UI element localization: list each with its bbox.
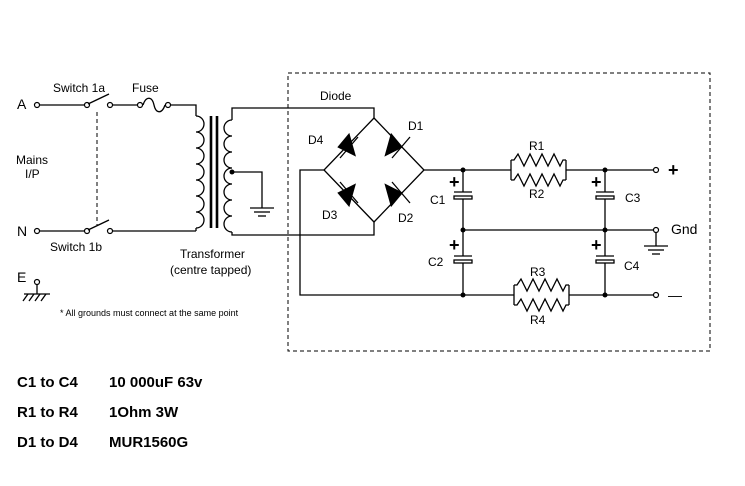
diode-d4-label: D4 <box>308 133 324 147</box>
capacitor-c2: + C2 <box>428 230 473 295</box>
capacitor-c4-plus: + <box>591 235 602 255</box>
resistor-r3-r4: R3 R4 <box>513 265 570 327</box>
resistor-r2-label: R2 <box>529 187 545 201</box>
legend-row: C1 to C4 10 000uF 63v <box>17 368 202 398</box>
capacitor-c2-label: C2 <box>428 255 444 269</box>
capacitor-c3-plus: + <box>591 172 602 192</box>
input-a-label: A <box>17 96 27 112</box>
component-legend: C1 to C4 10 000uF 63v R1 to R4 1Ohm 3W D1 … <box>17 368 202 458</box>
terminal-a <box>33 101 41 109</box>
legend-spec: 10 000uF 63v <box>109 374 203 391</box>
diode-header: Diode <box>320 89 352 103</box>
input-n-label: N <box>17 223 27 239</box>
mains-label: Mains <box>16 153 48 167</box>
diode-d2 <box>384 181 411 208</box>
input-e-label: E <box>17 269 26 285</box>
io-label: I/P <box>25 167 40 181</box>
capacitor-c4-label: C4 <box>624 259 640 273</box>
grounding-note: * All grounds must connect at the same p… <box>60 308 239 318</box>
capacitor-c1-plus: + <box>449 172 460 192</box>
switch-1a-label: Switch 1a <box>53 81 105 95</box>
rectifier-enclosure <box>287 72 711 352</box>
capacitor-c3-label: C3 <box>625 191 641 205</box>
fuse-label: Fuse <box>132 81 159 95</box>
diode-d4 <box>337 132 359 159</box>
bridge-rectifier: Diode D4 D1 D3 D2 <box>299 89 463 296</box>
ground-rail <box>460 226 668 255</box>
output-gnd-label: Gnd <box>671 221 697 237</box>
output-minus-label: — <box>668 287 682 303</box>
output-plus-label: + <box>668 160 679 180</box>
resistor-r4-label: R4 <box>530 313 546 327</box>
fuse: Fuse <box>132 81 197 116</box>
capacitor-c1: + C1 <box>430 170 473 230</box>
diode-d1-label: D1 <box>408 119 424 133</box>
terminal-e <box>33 278 41 286</box>
mains-input: A N E Mains I/P <box>16 96 84 286</box>
switch-1b-label: Switch 1b <box>50 240 102 254</box>
transformer-detail: (centre tapped) <box>170 263 251 277</box>
legend-row: D1 to D4 MUR1560G <box>17 428 202 458</box>
output-plus-terminal <box>652 166 660 174</box>
centre-tap-ground <box>250 207 274 217</box>
legend-part: D1 to D4 <box>17 434 78 451</box>
diode-d3 <box>337 181 359 208</box>
diode-d1 <box>384 132 411 159</box>
legend-spec: MUR1560G <box>109 434 189 451</box>
capacitor-c2-plus: + <box>449 235 460 255</box>
terminal-n <box>33 227 41 235</box>
resistor-r1-r2: R1 R2 <box>510 139 567 201</box>
resistor-r1-label: R1 <box>529 139 545 153</box>
capacitor-c3: + C3 <box>591 170 641 230</box>
legend-part: R1 to R4 <box>17 404 78 421</box>
diode-d2-label: D2 <box>398 211 414 225</box>
legend-spec: 1Ohm 3W <box>109 404 179 421</box>
switch-1a: Switch 1a <box>53 81 137 109</box>
capacitor-c4: + C4 <box>591 230 640 295</box>
diode-d3-label: D3 <box>322 208 338 222</box>
output-gnd-terminal <box>652 226 660 234</box>
capacitor-c1-label: C1 <box>430 193 446 207</box>
switch-1b: Switch 1b <box>50 219 196 254</box>
resistor-r3-label: R3 <box>530 265 546 279</box>
legend-row: R1 to R4 1Ohm 3W <box>17 398 202 428</box>
legend-part: C1 to C4 <box>17 374 78 391</box>
negative-rail <box>460 291 660 299</box>
earth-ground-symbol <box>22 285 50 302</box>
output-minus-terminal <box>652 291 660 299</box>
transformer-label: Transformer <box>180 247 245 261</box>
transformer: Transformer (centre tapped) <box>170 107 375 277</box>
